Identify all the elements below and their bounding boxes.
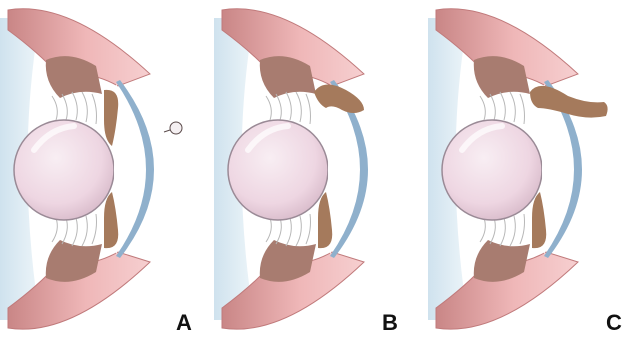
panel-b-eye-illustration bbox=[214, 9, 368, 329]
panel-c-eye-illustration bbox=[428, 9, 608, 329]
upper-iris-prolapse bbox=[530, 86, 608, 118]
upper-zonules bbox=[480, 92, 525, 124]
iridotomy-bubble bbox=[170, 122, 182, 134]
upper-zonules bbox=[266, 92, 311, 124]
panel-label-a: A bbox=[176, 312, 192, 334]
lens bbox=[442, 120, 542, 220]
panel-a-eye-illustration bbox=[0, 9, 182, 329]
panel-label-c: C bbox=[606, 312, 622, 334]
lens bbox=[14, 120, 114, 220]
anterior-chamber bbox=[114, 84, 144, 254]
panel-label-b: B bbox=[382, 312, 398, 334]
lens bbox=[228, 120, 328, 220]
iridotomy-stem bbox=[164, 130, 170, 132]
upper-zonules bbox=[52, 92, 97, 124]
